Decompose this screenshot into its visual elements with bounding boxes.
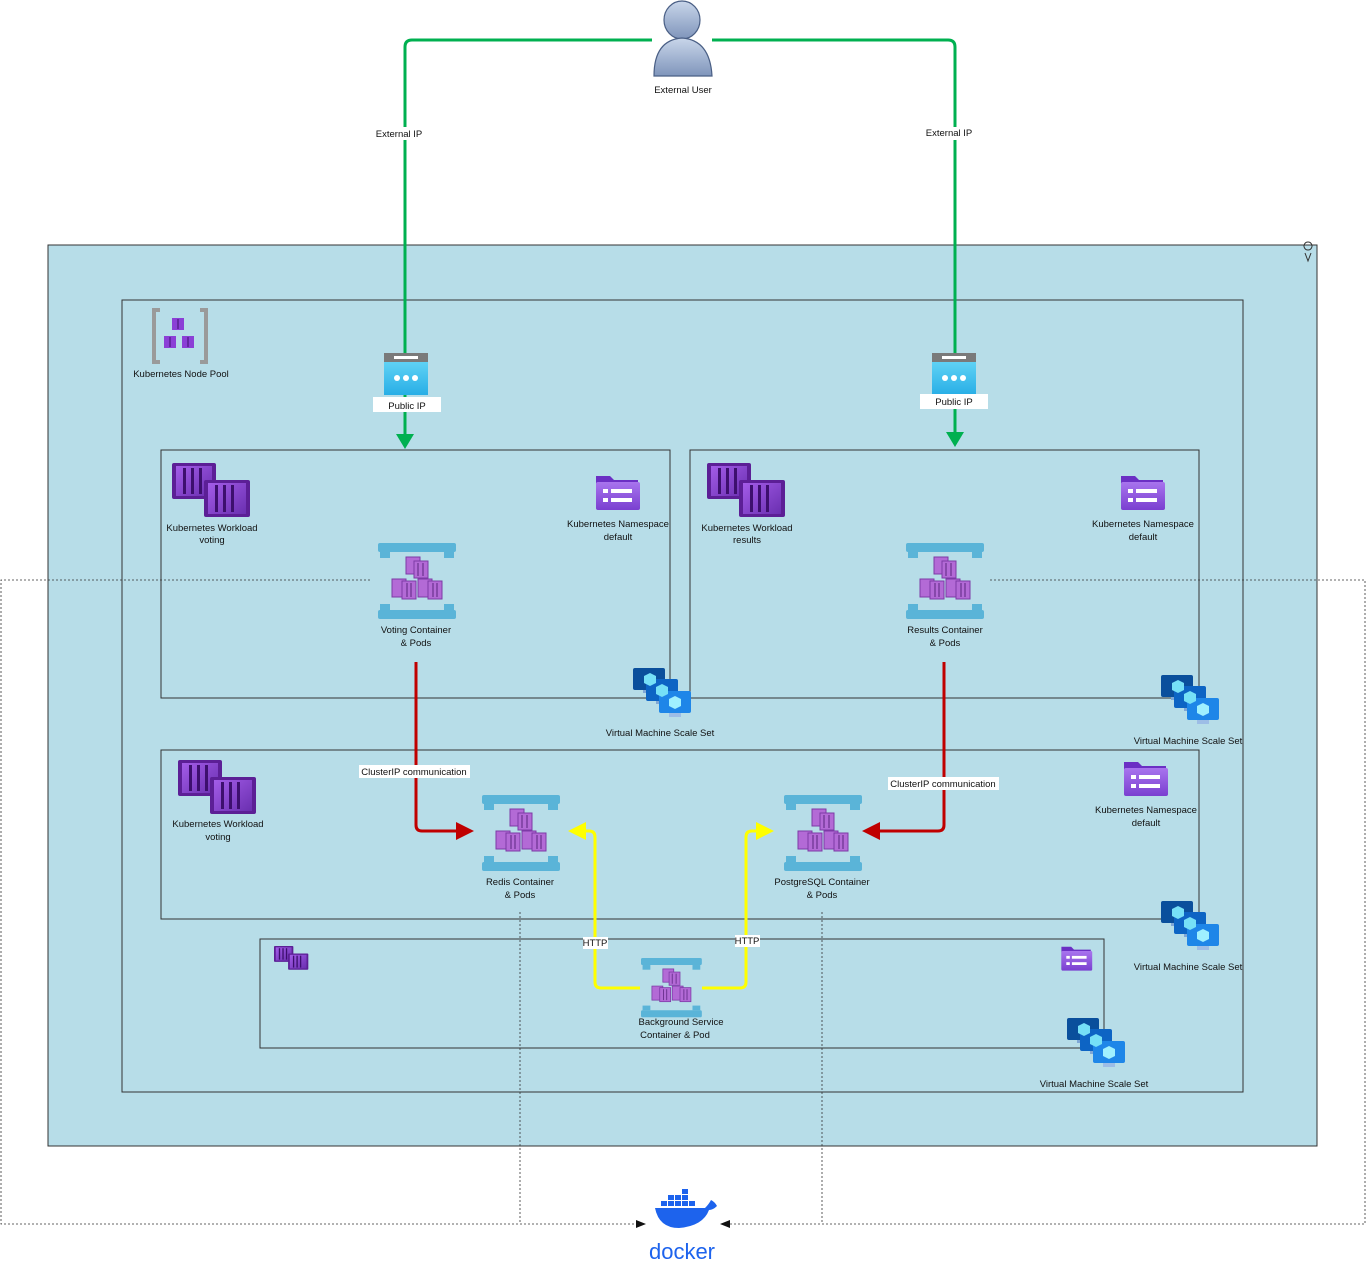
- data-workload-box: [160, 749, 1200, 920]
- data-workload-label: Kubernetes Workload: [172, 819, 263, 830]
- kubernetes-namespace-icon: [596, 476, 640, 510]
- docker-wordmark: docker: [649, 1239, 715, 1264]
- kubernetes-namespace-icon: [1061, 946, 1093, 971]
- results-namespace-name: default: [1129, 532, 1158, 543]
- public-ip-right-label: Public IP: [935, 397, 973, 408]
- results-container-sublabel: & Pods: [930, 638, 961, 649]
- results-workload-name: results: [733, 535, 761, 546]
- voting-vmss-label: Virtual Machine Scale Set: [606, 728, 715, 739]
- voting-container-label: Voting Container: [381, 625, 451, 636]
- voting-container-sublabel: & Pods: [401, 638, 432, 649]
- external-ip-left-edge: [396, 38, 652, 449]
- voting-workload-name: voting: [199, 535, 224, 546]
- location-pin-icon: [1303, 241, 1313, 263]
- worker-workload-box: [259, 938, 1105, 1049]
- http-left-label: HTTP: [583, 938, 608, 949]
- redis-container-label: Redis Container: [486, 877, 554, 888]
- user-icon: [653, 0, 713, 77]
- data-namespace-label: Kubernetes Namespace: [1095, 805, 1197, 816]
- worker-vmss-label: Virtual Machine Scale Set: [1040, 1079, 1149, 1090]
- node-pool-label: Kubernetes Node Pool: [133, 369, 229, 380]
- docker-connectors: [0, 579, 1366, 1225]
- http-left-edge: [568, 822, 640, 990]
- kubernetes-namespace-icon: [1121, 476, 1165, 510]
- background-container-sublabel: Container & Pod: [640, 1030, 710, 1041]
- data-namespace-name: default: [1132, 818, 1161, 829]
- postgres-container-label: PostgreSQL Container: [774, 877, 869, 888]
- background-container-label: Background Service: [638, 1017, 723, 1028]
- public-ip-icon: [384, 353, 428, 395]
- redis-container-sublabel: & Pods: [505, 890, 536, 901]
- clusterip-right-label: ClusterIP communication: [890, 779, 995, 790]
- http-right-label: HTTP: [735, 936, 760, 947]
- results-container-label: Results Container: [907, 625, 983, 636]
- data-vmss-label: Virtual Machine Scale Set: [1134, 962, 1243, 973]
- clusterip-left-label: ClusterIP communication: [361, 767, 466, 778]
- http-right-edge: [702, 822, 774, 990]
- results-workload-label: Kubernetes Workload: [701, 523, 792, 534]
- node-pool-container: [121, 299, 1244, 1093]
- clusterip-right-edge: [862, 662, 946, 840]
- external-ip-left-label: External IP: [376, 129, 422, 140]
- external-user-label: External User: [654, 85, 712, 96]
- node-pool-icon: [152, 308, 208, 364]
- kubernetes-namespace-icon: [1124, 762, 1168, 796]
- results-namespace-label: Kubernetes Namespace: [1092, 519, 1194, 530]
- docker-arrowhead-right: [720, 1220, 730, 1228]
- docker-whale-icon: [655, 1189, 717, 1228]
- postgres-container-sublabel: & Pods: [807, 890, 838, 901]
- results-vmss-label: Virtual Machine Scale Set: [1134, 736, 1243, 747]
- docker-arrowhead-left: [636, 1220, 646, 1228]
- voting-namespace-name: default: [604, 532, 633, 543]
- voting-namespace-label: Kubernetes Namespace: [567, 519, 669, 530]
- public-ip-left-label: Public IP: [388, 401, 426, 412]
- public-ip-icon: [932, 353, 976, 395]
- voting-workload-label: Kubernetes Workload: [166, 523, 257, 534]
- external-ip-right-label: External IP: [926, 128, 972, 139]
- external-ip-right-edge: [712, 38, 964, 447]
- data-workload-name: voting: [205, 832, 230, 843]
- clusterip-left-edge: [414, 662, 474, 840]
